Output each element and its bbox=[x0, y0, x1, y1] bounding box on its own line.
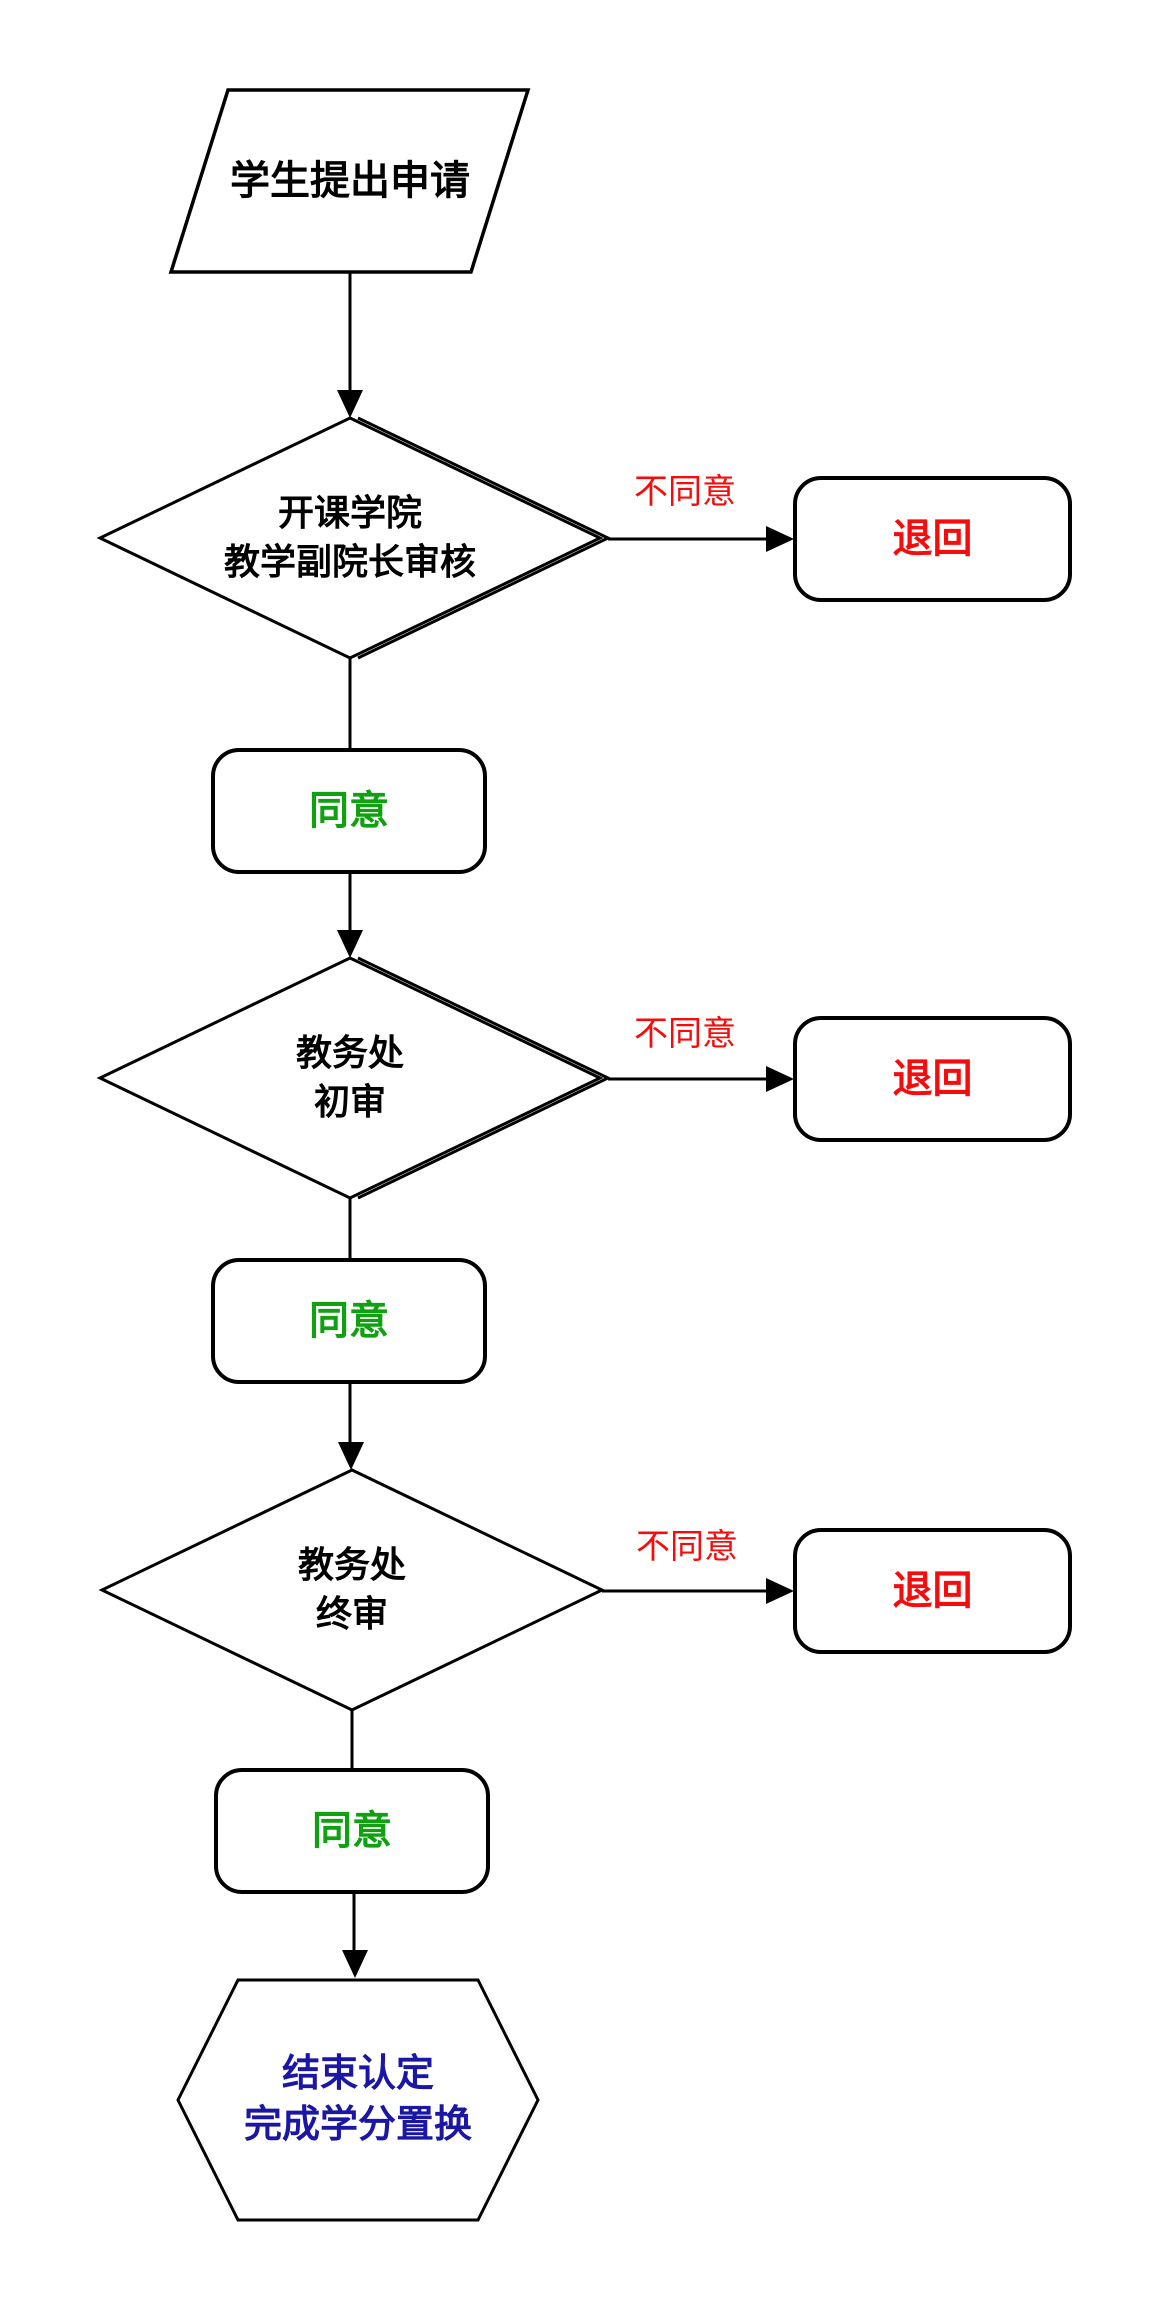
reject2-box bbox=[793, 1016, 1072, 1142]
decision2-diamond bbox=[96, 956, 604, 1200]
approve3-box bbox=[214, 1768, 490, 1894]
approve1-box bbox=[211, 748, 487, 874]
decision1-diamond bbox=[96, 416, 604, 660]
reject1-box bbox=[793, 476, 1072, 602]
reject3-box bbox=[793, 1528, 1072, 1654]
arrowhead-decision2 bbox=[337, 930, 363, 958]
arrowhead-reject1 bbox=[766, 526, 794, 552]
arrowhead-end bbox=[342, 1950, 368, 1978]
arrowhead-decision3 bbox=[338, 1442, 364, 1470]
arrowhead-reject3 bbox=[766, 1578, 794, 1604]
approve2-box bbox=[211, 1258, 487, 1384]
arrowhead-reject2 bbox=[766, 1066, 794, 1092]
decision3-diamond bbox=[98, 1468, 606, 1712]
arrowhead-decision1 bbox=[337, 390, 363, 418]
start-parallelogram bbox=[168, 88, 531, 274]
end-hexagon bbox=[176, 1978, 540, 2222]
